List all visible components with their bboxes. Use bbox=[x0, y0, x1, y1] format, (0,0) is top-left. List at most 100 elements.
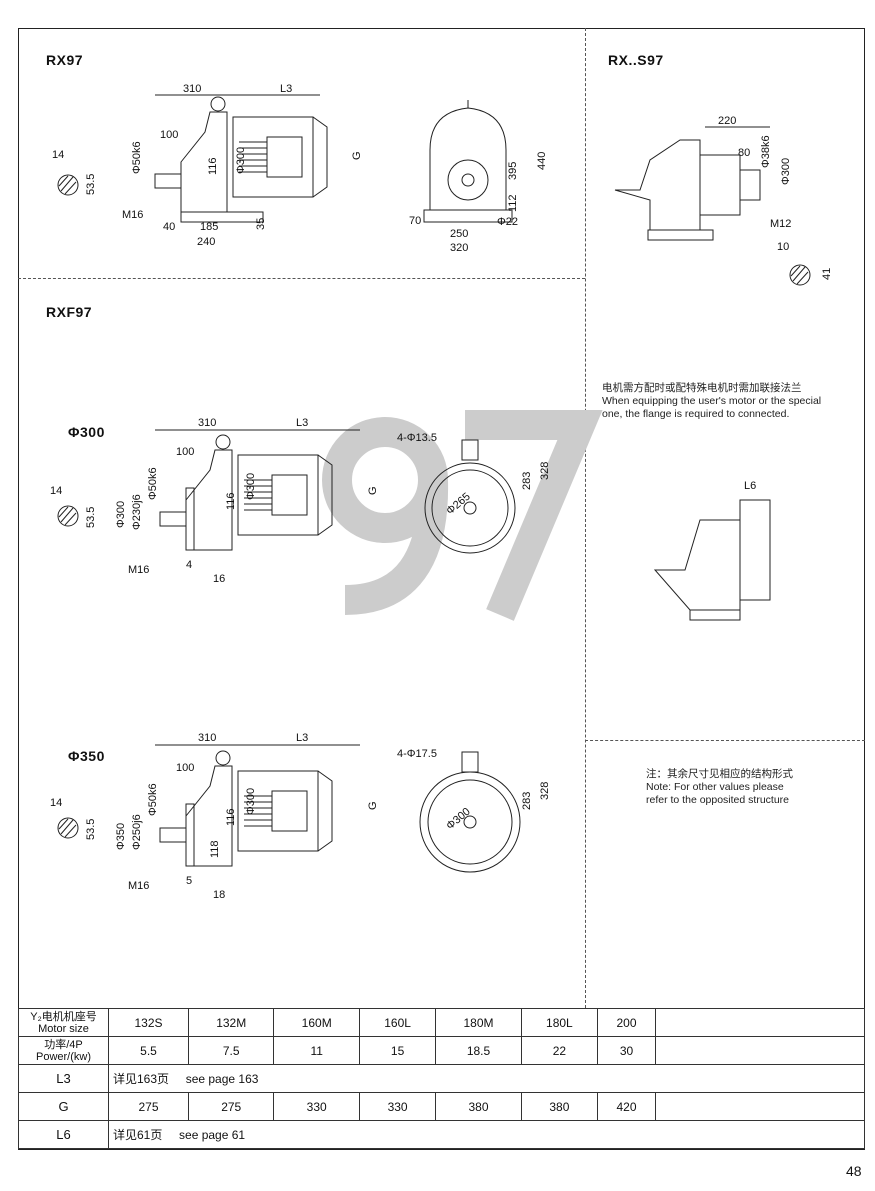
flange-note: 电机需方配时或配特殊电机时需加联接法兰 When equipping the u… bbox=[602, 382, 821, 421]
flange-note-cn: 电机需方配时或配特殊电机时需加联接法兰 bbox=[602, 382, 802, 394]
hatch bbox=[58, 175, 69, 187]
motor-body bbox=[232, 116, 314, 198]
table-cell: 275 bbox=[187, 1092, 275, 1121]
dim: Φ300 bbox=[245, 788, 257, 815]
gear-housing bbox=[180, 111, 228, 213]
lifting-eye bbox=[210, 96, 226, 112]
dim: M12 bbox=[770, 218, 791, 230]
motor-body bbox=[237, 454, 319, 536]
dim: Φ50k6 bbox=[131, 141, 143, 174]
hatch bbox=[58, 818, 69, 830]
rxf350-dimensions: 310 L3 100 Φ50k6 Φ350 Φ250j6 Φ300 116 11… bbox=[50, 732, 551, 901]
top-lug bbox=[461, 751, 479, 773]
dim: 14 bbox=[50, 797, 62, 809]
table-cell: 22 bbox=[520, 1036, 599, 1065]
dim: 240 bbox=[197, 236, 215, 248]
dim: 100 bbox=[176, 762, 194, 774]
terminal-box bbox=[271, 474, 308, 516]
page-frame bbox=[18, 28, 865, 1150]
dim: L3 bbox=[280, 83, 292, 95]
dim: 395 bbox=[507, 162, 519, 180]
end-view-housing bbox=[429, 107, 507, 211]
flange-detail-housing bbox=[653, 519, 741, 611]
flange-note-en-1: When equipping the user's motor or the s… bbox=[602, 395, 822, 407]
table-cell: 132S bbox=[108, 1008, 189, 1037]
dim: Φ300 bbox=[245, 473, 257, 500]
lifting-eye bbox=[215, 750, 231, 766]
title-rxf97: RXF97 bbox=[46, 304, 93, 320]
dim: 283 bbox=[521, 472, 533, 490]
dim: 118 bbox=[209, 840, 221, 858]
flange-detail-foot bbox=[689, 609, 741, 621]
dim: Φ230j6 bbox=[131, 494, 143, 530]
shaft-key-section bbox=[57, 817, 79, 839]
dim: 70 bbox=[409, 215, 421, 227]
dim: 328 bbox=[539, 782, 551, 800]
shaft-key-section bbox=[57, 505, 79, 527]
dim: 40 bbox=[163, 221, 175, 233]
dim: 35 bbox=[255, 218, 267, 230]
dim: Φ250j6 bbox=[131, 814, 143, 850]
rxf300-dimensions: 310 L3 100 Φ50k6 Φ300 Φ230j6 Φ300 116 G … bbox=[50, 417, 551, 585]
dim: 250 bbox=[450, 228, 468, 240]
dim: 283 bbox=[521, 792, 533, 810]
title-rx97: RX97 bbox=[46, 52, 84, 68]
shaft-key-section bbox=[57, 174, 79, 196]
dim: Φ300 bbox=[115, 501, 127, 528]
hatch bbox=[60, 176, 74, 192]
table-cell: 15 bbox=[358, 1036, 437, 1065]
dim: 41 bbox=[821, 268, 833, 280]
dim: 53.5 bbox=[85, 507, 97, 528]
dim: G bbox=[351, 151, 363, 160]
column-divider bbox=[585, 28, 586, 1008]
row-header: L6 bbox=[18, 1120, 109, 1149]
table-cell: 160M bbox=[273, 1008, 360, 1037]
dim: 100 bbox=[160, 129, 178, 141]
dim: G bbox=[367, 486, 379, 495]
dim: M16 bbox=[128, 880, 149, 892]
dim: M16 bbox=[122, 209, 143, 221]
hatch bbox=[64, 824, 77, 838]
terminal-box bbox=[271, 790, 308, 832]
dim: 220 bbox=[718, 115, 736, 127]
dim: 4-Φ13.5 bbox=[397, 432, 437, 444]
flange-end-view bbox=[419, 771, 521, 873]
table-cell: 275 bbox=[108, 1092, 189, 1121]
shaft-end bbox=[461, 173, 475, 187]
flange bbox=[185, 487, 195, 551]
label-en: Power/(kw) bbox=[35, 1050, 91, 1063]
dim: Φ22 bbox=[497, 216, 518, 228]
label-en: Motor size bbox=[38, 1022, 89, 1035]
other-note-en-1: Note: For other values please bbox=[646, 781, 784, 793]
dim: 16 bbox=[213, 573, 225, 585]
hatch bbox=[790, 265, 801, 277]
dim: M16 bbox=[128, 564, 149, 576]
dim: 116 bbox=[225, 808, 237, 826]
motor-fan-cover bbox=[317, 454, 333, 536]
dim: Φ350 bbox=[115, 823, 127, 850]
table-cell: 132M bbox=[187, 1008, 275, 1037]
table-cell: 160L bbox=[358, 1008, 437, 1037]
section-divider bbox=[18, 278, 585, 279]
table-row-l6: L6 详见61页 see page 61 bbox=[18, 1120, 865, 1149]
table-cell-empty bbox=[655, 1036, 865, 1065]
table-cell: 180L bbox=[520, 1008, 599, 1037]
dim: 116 bbox=[207, 157, 219, 175]
table-cell: 420 bbox=[597, 1092, 656, 1121]
table-cell: 5.5 bbox=[108, 1036, 189, 1065]
shaft-end bbox=[463, 501, 477, 515]
label-cn: 功率/4P bbox=[44, 1038, 83, 1051]
rxs-input bbox=[699, 154, 741, 216]
table-cell: 180M bbox=[435, 1008, 522, 1037]
other-note-cn: 注：其余尺寸见相应的结构形式 bbox=[646, 768, 793, 780]
ref-cn: 详见61页 bbox=[113, 1128, 163, 1142]
dim: 310 bbox=[183, 83, 201, 95]
flange bbox=[185, 803, 195, 867]
dim: 310 bbox=[198, 417, 216, 429]
dim: 14 bbox=[50, 485, 62, 497]
dim: 4-Φ17.5 bbox=[397, 748, 437, 760]
section-divider-right bbox=[585, 740, 865, 741]
